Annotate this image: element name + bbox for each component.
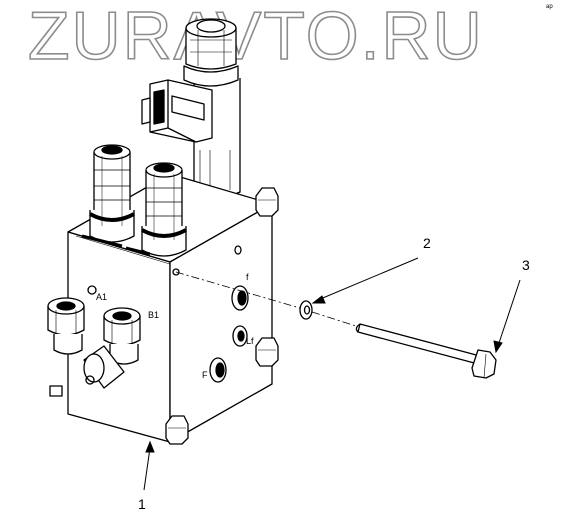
bolt-head — [255, 337, 279, 367]
port-label-a1: A1 — [96, 292, 107, 302]
callout-1: 1 — [138, 496, 146, 512]
watermark-logo: ZURAVTO.RU — [27, 0, 484, 74]
bolt-head — [165, 415, 189, 445]
port-label-f-mid: Lf — [246, 336, 254, 346]
side-stud — [49, 385, 63, 397]
assembly-axis-line — [175, 271, 357, 327]
port-label-f-low: F — [202, 370, 208, 380]
bolt-head — [255, 187, 279, 217]
fitting-b1 — [103, 307, 141, 365]
electrical-connector — [141, 79, 213, 143]
port-label-b1: B1 — [148, 310, 159, 320]
corner-mark: ap — [546, 4, 553, 10]
cartridge-valve-right — [141, 162, 187, 257]
cartridge-valve-left — [89, 144, 135, 243]
leader-line-1 — [143, 440, 155, 491]
stamp-marks — [81, 234, 151, 256]
port-label-f-top: f — [246, 272, 249, 282]
bolt-hole — [172, 268, 180, 276]
fitting-a1 — [47, 297, 85, 355]
callout-2: 2 — [423, 235, 431, 251]
leader-line-2 — [311, 257, 419, 304]
port-f-mid — [232, 325, 248, 347]
washer — [299, 300, 313, 320]
elbow-fitting — [83, 345, 125, 389]
port-hole — [87, 285, 97, 295]
small-port — [234, 245, 242, 255]
long-bolt — [355, 323, 497, 379]
port-hole — [85, 375, 95, 385]
port-f-top — [231, 285, 249, 311]
port-f-low — [209, 357, 227, 383]
solenoid-nut — [183, 18, 239, 87]
callout-3: 3 — [522, 257, 530, 273]
leader-line-3 — [493, 279, 521, 354]
